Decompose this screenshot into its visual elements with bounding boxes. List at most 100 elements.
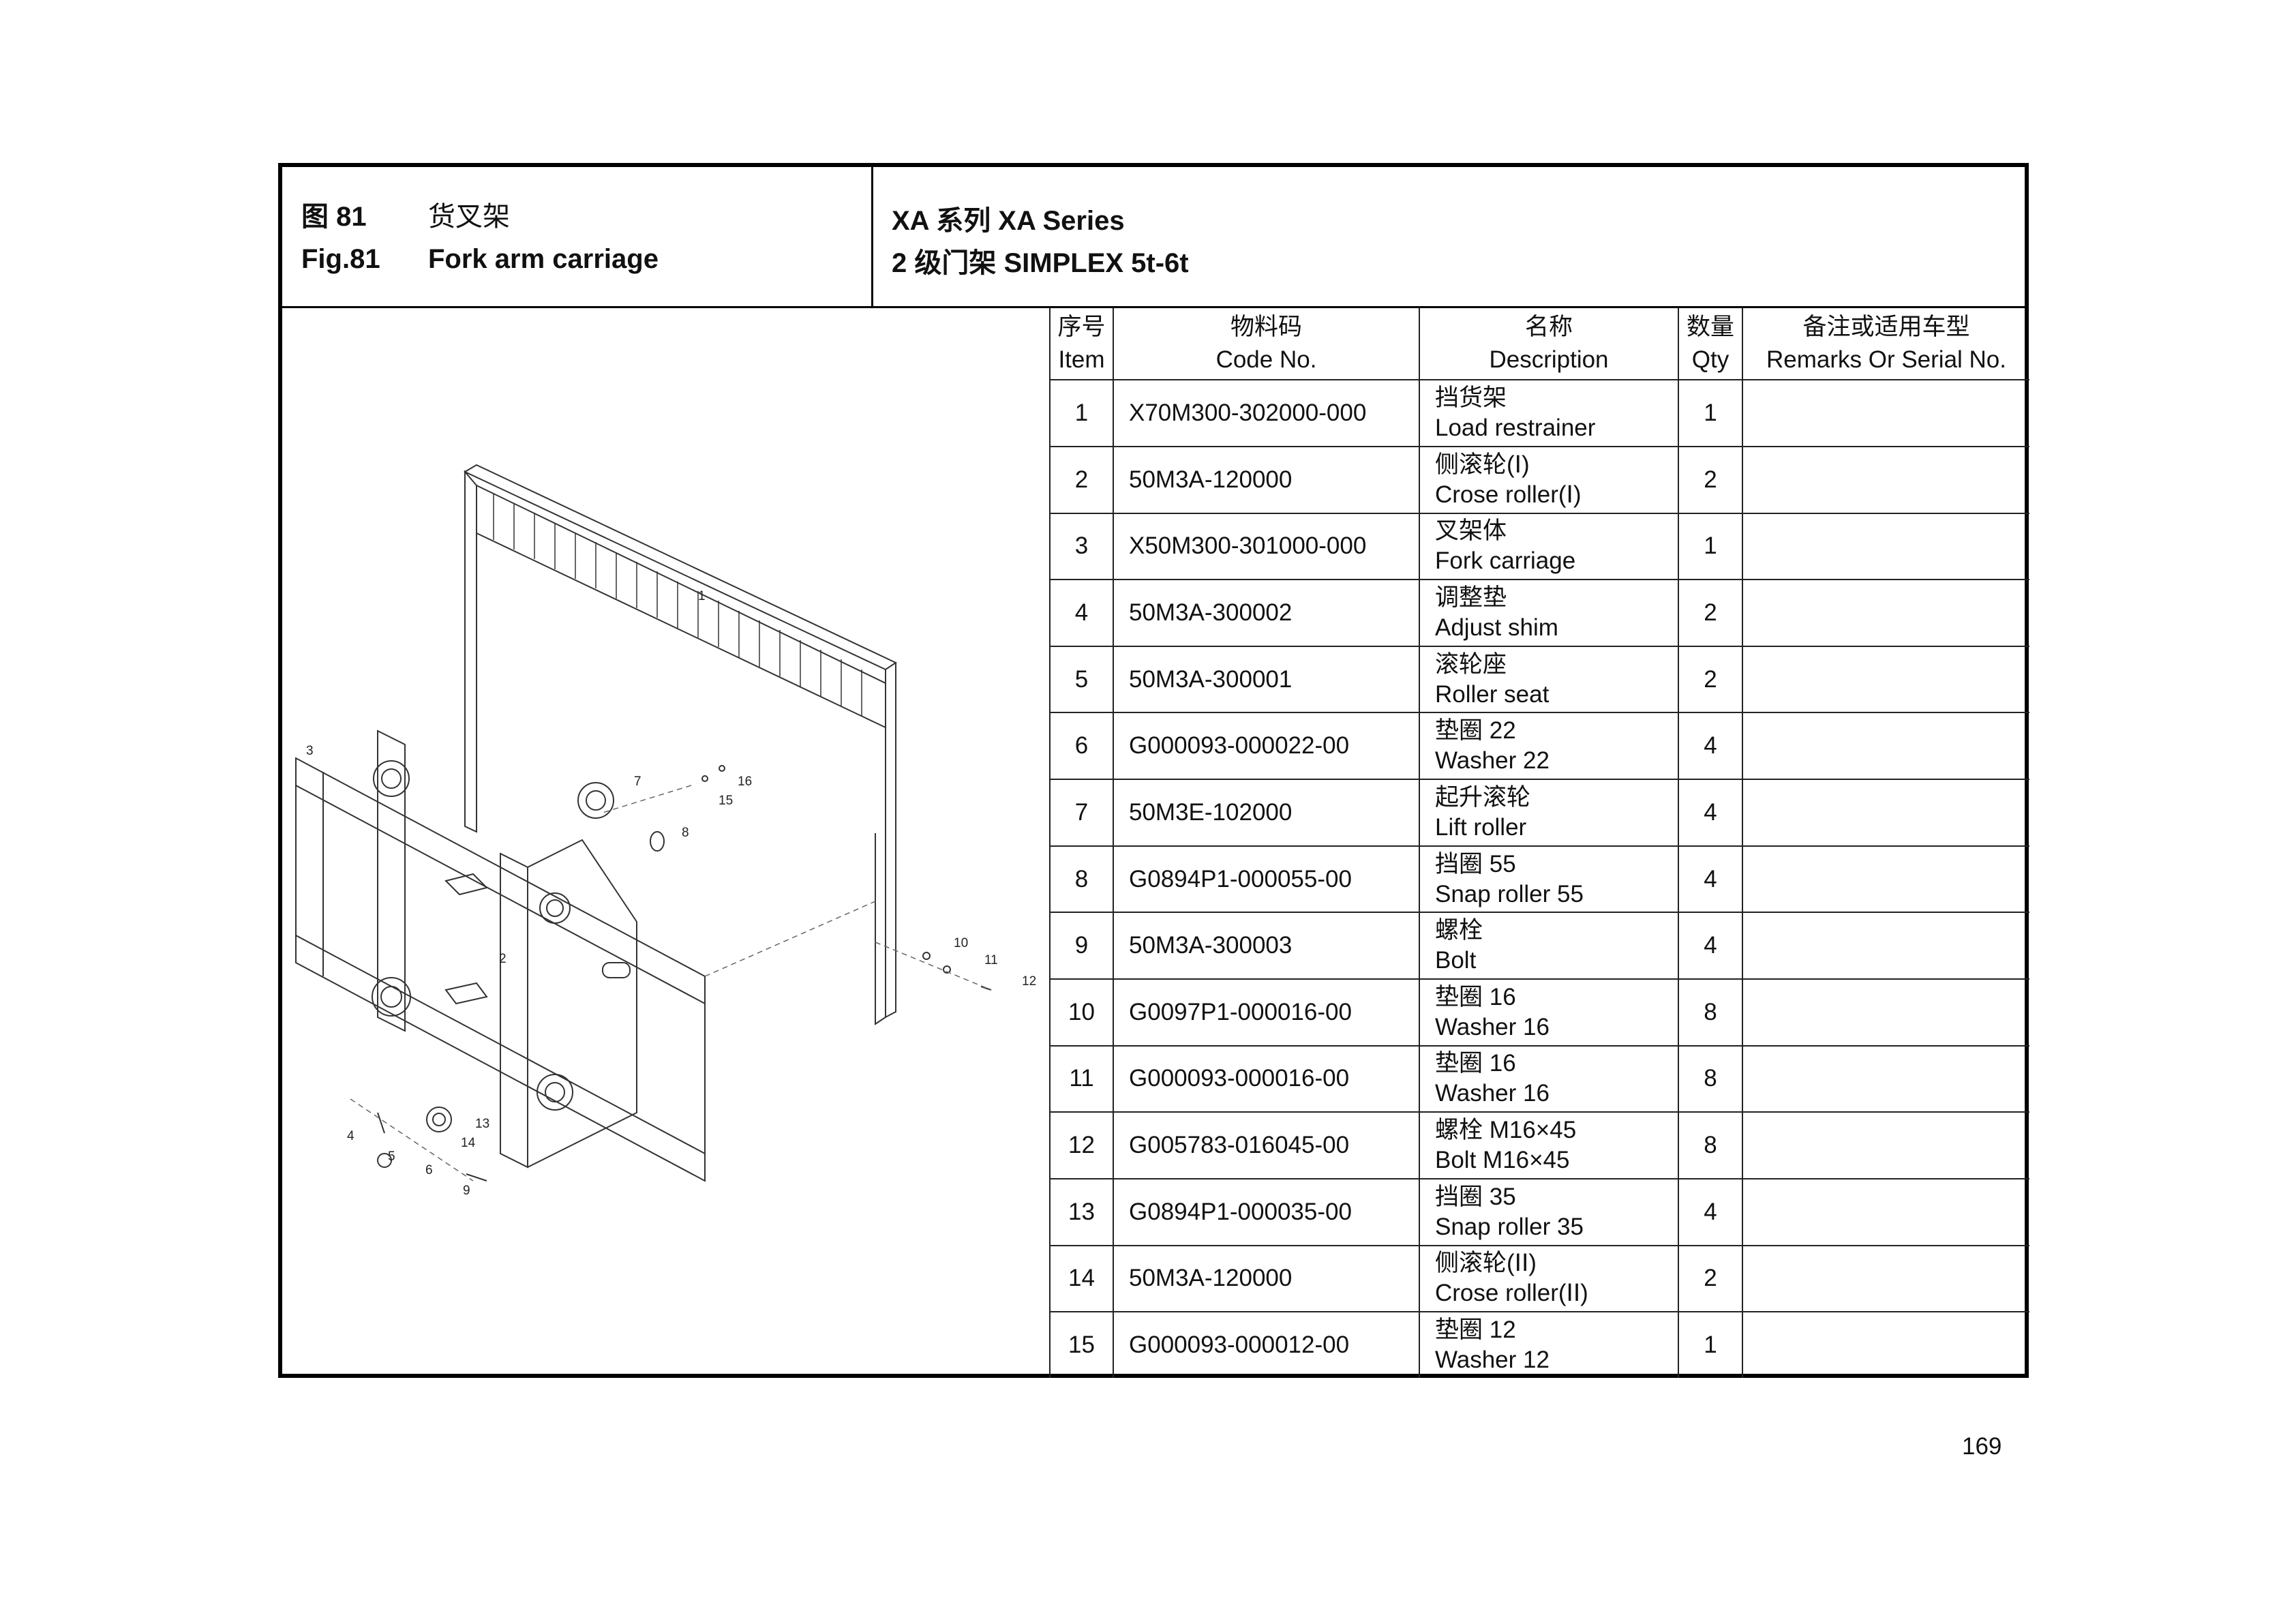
cell-code: 50M3A-300003 (1113, 912, 1420, 980)
description-en: Load restrainer (1435, 415, 1596, 442)
description-cn: 垫圈 16 (1435, 983, 1516, 1010)
cell-remarks (1742, 712, 2029, 781)
cell-code: G000093-000022-00 (1113, 712, 1420, 781)
cell-description: 侧滚轮(Ⅰ) Crose roller(Ⅰ) (1419, 445, 1679, 514)
cell-code: 50M3A-300002 (1113, 579, 1420, 647)
cell-remarks (1742, 379, 2029, 447)
description-cn: 挡圈 55 (1435, 850, 1516, 877)
mast-line: 2 级门架 SIMPLEX 5t-6t (892, 248, 1189, 278)
description-cn: 叉架体 (1435, 517, 1507, 545)
description-en: Roller seat (1435, 680, 1550, 708)
cell-item: 3 (1049, 512, 1114, 581)
cell-remarks (1742, 845, 2029, 914)
callout-16: 16 (738, 775, 752, 789)
description-en: Lift roller (1435, 813, 1527, 841)
cell-remarks (1742, 512, 2029, 581)
callout-3: 3 (306, 744, 314, 758)
header-divider (282, 306, 2025, 308)
cell-qty: 8 (1678, 978, 1743, 1047)
callout-2: 2 (499, 952, 507, 966)
callout-14: 14 (461, 1136, 476, 1150)
description-en: Snap roller 55 (1435, 880, 1584, 907)
cell-qty: 2 (1678, 645, 1743, 714)
cell-remarks (1742, 1111, 2029, 1179)
description-cn: 垫圈 22 (1435, 717, 1516, 745)
figure-number-en: Fig.81 (301, 244, 380, 274)
description-cn: 螺栓 (1435, 917, 1483, 944)
callout-8: 8 (682, 826, 689, 840)
cell-code: G0894P1-000055-00 (1113, 845, 1420, 914)
figure-number-cn: 图 81 (301, 202, 367, 232)
cell-item: 10 (1049, 978, 1114, 1047)
cell-item: 7 (1049, 779, 1114, 847)
diagram-callouts: 1 2 3 4 5 6 7 8 9 10 11 12 13 14 15 16 (306, 589, 1036, 1198)
header-separator (871, 167, 873, 306)
description-cn: 调整垫 (1435, 584, 1507, 611)
cell-code: X70M300-302000-000 (1113, 379, 1420, 447)
description-cn: 侧滚轮(Ⅰ) (1435, 451, 1530, 478)
cell-remarks (1742, 445, 2029, 514)
cell-remarks (1742, 645, 2029, 714)
cell-item: 12 (1049, 1111, 1114, 1179)
callout-6: 6 (425, 1163, 433, 1177)
cell-code: 50M3E-102000 (1113, 779, 1420, 847)
cell-item: 2 (1049, 445, 1114, 514)
cell-code: X50M300-301000-000 (1113, 512, 1420, 581)
description-cn: 螺栓 M16×45 (1435, 1117, 1577, 1144)
cell-remarks (1742, 579, 2029, 647)
description-en: Washer 16 (1435, 1080, 1550, 1107)
cell-code: G000093-000012-00 (1113, 1311, 1420, 1378)
callout-9: 9 (463, 1184, 470, 1198)
cell-item: 9 (1049, 912, 1114, 980)
callout-4: 4 (347, 1129, 354, 1143)
cell-remarks (1742, 1044, 2029, 1113)
callout-10: 10 (954, 936, 968, 950)
description-cn: 起升滚轮 (1435, 783, 1531, 811)
cell-qty: 1 (1678, 1311, 1743, 1378)
series-line: XA 系列 XA Series (892, 206, 1125, 236)
description-cn: 挡圈 35 (1435, 1183, 1516, 1210)
cell-remarks (1742, 1177, 2029, 1246)
cell-description: 垫圈 16 Washer 16 (1419, 978, 1679, 1047)
figure-title-cn: 货叉架 (428, 202, 510, 232)
cell-item: 8 (1049, 845, 1114, 914)
description-en: Snap roller 35 (1435, 1213, 1584, 1240)
description-en: Washer 16 (1435, 1013, 1550, 1040)
cell-code: G005783-016045-00 (1113, 1111, 1420, 1179)
description-en: Crose roller(ⅠⅠ) (1435, 1280, 1588, 1307)
cell-remarks (1742, 1244, 2029, 1313)
cell-description: 调整垫 Adjust shim (1419, 579, 1679, 647)
callout-5: 5 (388, 1149, 395, 1164)
exploded-diagram: 1 2 3 4 5 6 7 8 9 10 11 12 13 14 15 16 (295, 464, 1036, 1198)
description-en: Crose roller(Ⅰ) (1435, 481, 1582, 508)
figure-title-en: Fork arm carriage (428, 244, 659, 274)
cell-item: 15 (1049, 1311, 1114, 1378)
description-en: Adjust shim (1435, 614, 1558, 641)
fork-carriage-drawing (295, 730, 706, 1182)
cell-item: 5 (1049, 645, 1114, 714)
description-en: Fork carriage (1435, 547, 1576, 575)
cell-code: G0894P1-000035-00 (1113, 1177, 1420, 1246)
description-cn: 挡货架 (1435, 385, 1507, 412)
cell-qty: 4 (1678, 1177, 1743, 1246)
description-en: Bolt (1435, 947, 1477, 974)
